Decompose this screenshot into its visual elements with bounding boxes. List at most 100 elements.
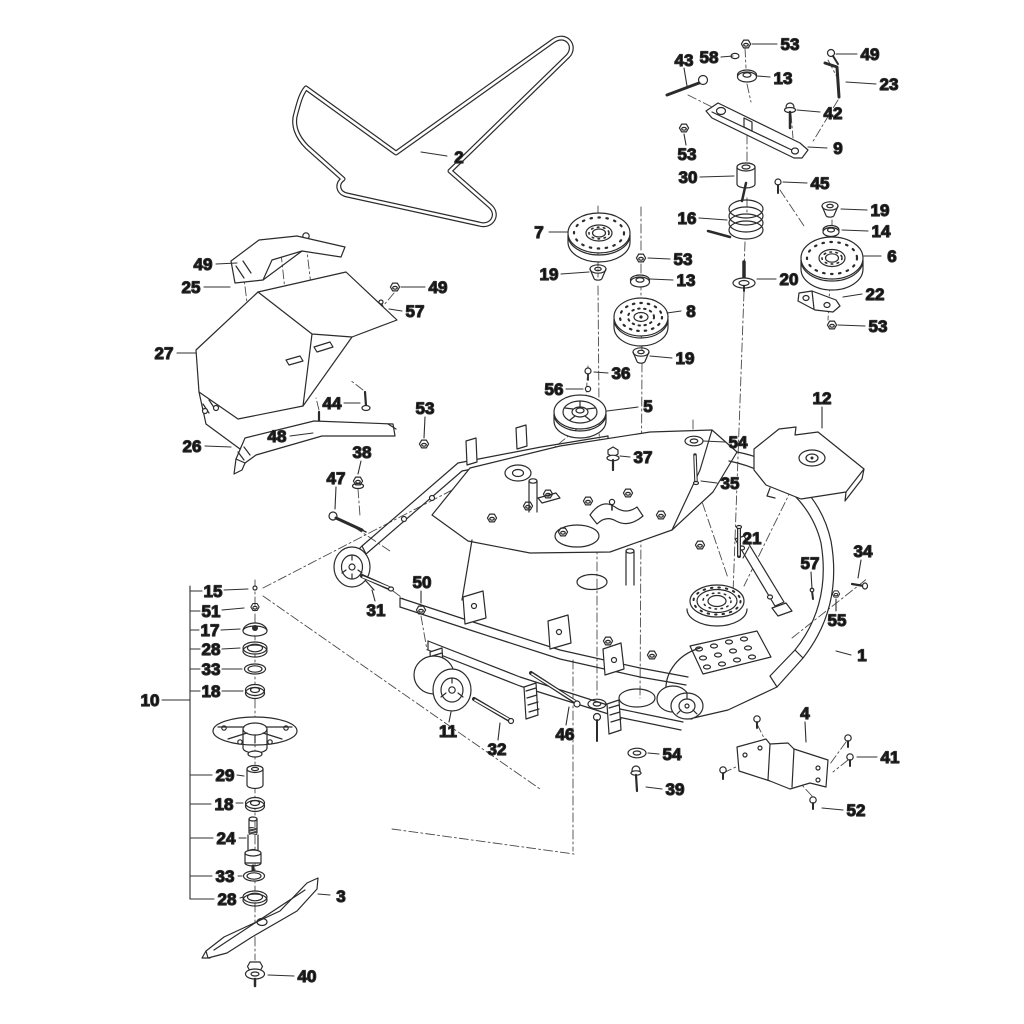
part-number-21: 21 bbox=[743, 529, 762, 548]
part-number-7: 7 bbox=[534, 223, 543, 242]
part-number-16: 16 bbox=[678, 209, 697, 228]
leader-line-19 bbox=[649, 355, 673, 359]
bearing-18 bbox=[244, 796, 266, 813]
leader-line-57 bbox=[388, 308, 403, 312]
leader-line-30 bbox=[699, 175, 735, 178]
leader-line-46 bbox=[565, 706, 570, 726]
part-number-19: 19 bbox=[540, 265, 559, 284]
spindle-boss bbox=[504, 464, 532, 482]
spindle-assembly bbox=[201, 585, 319, 988]
part-number-50: 50 bbox=[413, 573, 432, 592]
leader-line-43 bbox=[683, 67, 688, 87]
cap-17 bbox=[242, 622, 268, 637]
part-number-47: 47 bbox=[327, 469, 346, 488]
part-number-11: 11 bbox=[439, 722, 457, 741]
part-number-53: 53 bbox=[416, 399, 435, 418]
leader-line-23 bbox=[845, 81, 877, 85]
leader-line-32 bbox=[497, 722, 501, 741]
leader-line-48 bbox=[289, 432, 314, 437]
nut-49 bbox=[389, 282, 401, 292]
rod-46 bbox=[529, 671, 581, 708]
cover-assembly bbox=[195, 231, 430, 533]
leader-line-40 bbox=[267, 974, 295, 977]
part-number-10: 10 bbox=[141, 691, 160, 710]
nut-53 bbox=[678, 123, 690, 133]
part-number-49: 49 bbox=[861, 45, 880, 64]
idler-cover-12 bbox=[753, 426, 865, 502]
leader-line-29 bbox=[236, 774, 245, 777]
leader-line-47 bbox=[334, 486, 337, 510]
leader-line-42 bbox=[796, 109, 821, 113]
leader-line-53 bbox=[647, 257, 671, 260]
leader-line-49 bbox=[215, 262, 238, 265]
leader-line-36 bbox=[593, 371, 609, 374]
part-number-53: 53 bbox=[678, 145, 697, 164]
part-number-23: 23 bbox=[880, 75, 899, 94]
bearing-18 bbox=[244, 683, 266, 700]
part-number-14: 14 bbox=[872, 222, 891, 241]
part-number-19: 19 bbox=[676, 349, 695, 368]
part-number-44: 44 bbox=[323, 394, 342, 413]
pulley-8 bbox=[613, 297, 669, 347]
leader-line-45 bbox=[782, 181, 808, 184]
part-number-54: 54 bbox=[729, 433, 748, 452]
support-bar-21 bbox=[734, 524, 793, 617]
drive-belt bbox=[292, 35, 574, 228]
part-number-53: 53 bbox=[869, 317, 888, 336]
part-number-9: 9 bbox=[833, 139, 842, 158]
bolt-15 bbox=[252, 585, 258, 591]
blade-bolt-40 bbox=[244, 961, 266, 988]
part-number-33: 33 bbox=[216, 867, 235, 886]
leader-line-51 bbox=[221, 607, 245, 611]
shaft-24 bbox=[244, 816, 262, 873]
leader-line-2 bbox=[420, 151, 448, 157]
part-number-36: 36 bbox=[612, 364, 631, 383]
cover-27 bbox=[195, 271, 398, 450]
part-number-43: 43 bbox=[675, 51, 694, 70]
leader-line-58 bbox=[720, 55, 734, 58]
washer-13 bbox=[629, 274, 651, 288]
part-number-35: 35 bbox=[721, 474, 740, 493]
caster-fork bbox=[656, 647, 704, 720]
spacer-29 bbox=[246, 764, 264, 790]
bolt bbox=[592, 712, 602, 742]
ring-28 bbox=[242, 641, 268, 658]
part-number-13: 13 bbox=[677, 271, 696, 290]
pulley-stack bbox=[553, 212, 669, 439]
rod-23 bbox=[823, 61, 841, 99]
part-number-5: 5 bbox=[643, 397, 652, 416]
step-plate bbox=[689, 630, 772, 675]
bolt-35 bbox=[692, 453, 700, 486]
part-number-27: 27 bbox=[155, 344, 174, 363]
leader-line-54 bbox=[647, 752, 660, 755]
leader-line-17 bbox=[220, 628, 241, 631]
part-number-52: 52 bbox=[847, 801, 866, 820]
leader-line-22 bbox=[842, 293, 863, 298]
leader-line-3 bbox=[317, 893, 331, 896]
leader-line-39 bbox=[645, 786, 663, 790]
anti-rotation-bracket bbox=[589, 503, 644, 525]
part-number-58: 58 bbox=[700, 48, 719, 67]
pin-43 bbox=[665, 81, 701, 97]
nut-55 bbox=[831, 590, 841, 598]
part-number-39: 39 bbox=[666, 780, 685, 799]
deck-post bbox=[528, 478, 538, 513]
leader-line-26 bbox=[204, 445, 232, 448]
part-number-34: 34 bbox=[854, 542, 873, 561]
part-number-37: 37 bbox=[634, 448, 653, 467]
gauge-wheel-11 bbox=[413, 655, 472, 712]
leader-line-35 bbox=[700, 480, 718, 484]
part-number-49: 49 bbox=[194, 255, 213, 274]
leader-line-31 bbox=[371, 589, 376, 602]
bolt-47 bbox=[328, 511, 367, 533]
part-number-18: 18 bbox=[202, 682, 221, 701]
pulley-6 bbox=[800, 236, 864, 291]
bolt-39 bbox=[630, 765, 642, 793]
part-number-42: 42 bbox=[824, 104, 843, 123]
part-number-38: 38 bbox=[353, 443, 372, 462]
part-number-2: 2 bbox=[454, 148, 463, 167]
nut-53 bbox=[826, 320, 838, 330]
leader-line-34 bbox=[857, 559, 862, 579]
